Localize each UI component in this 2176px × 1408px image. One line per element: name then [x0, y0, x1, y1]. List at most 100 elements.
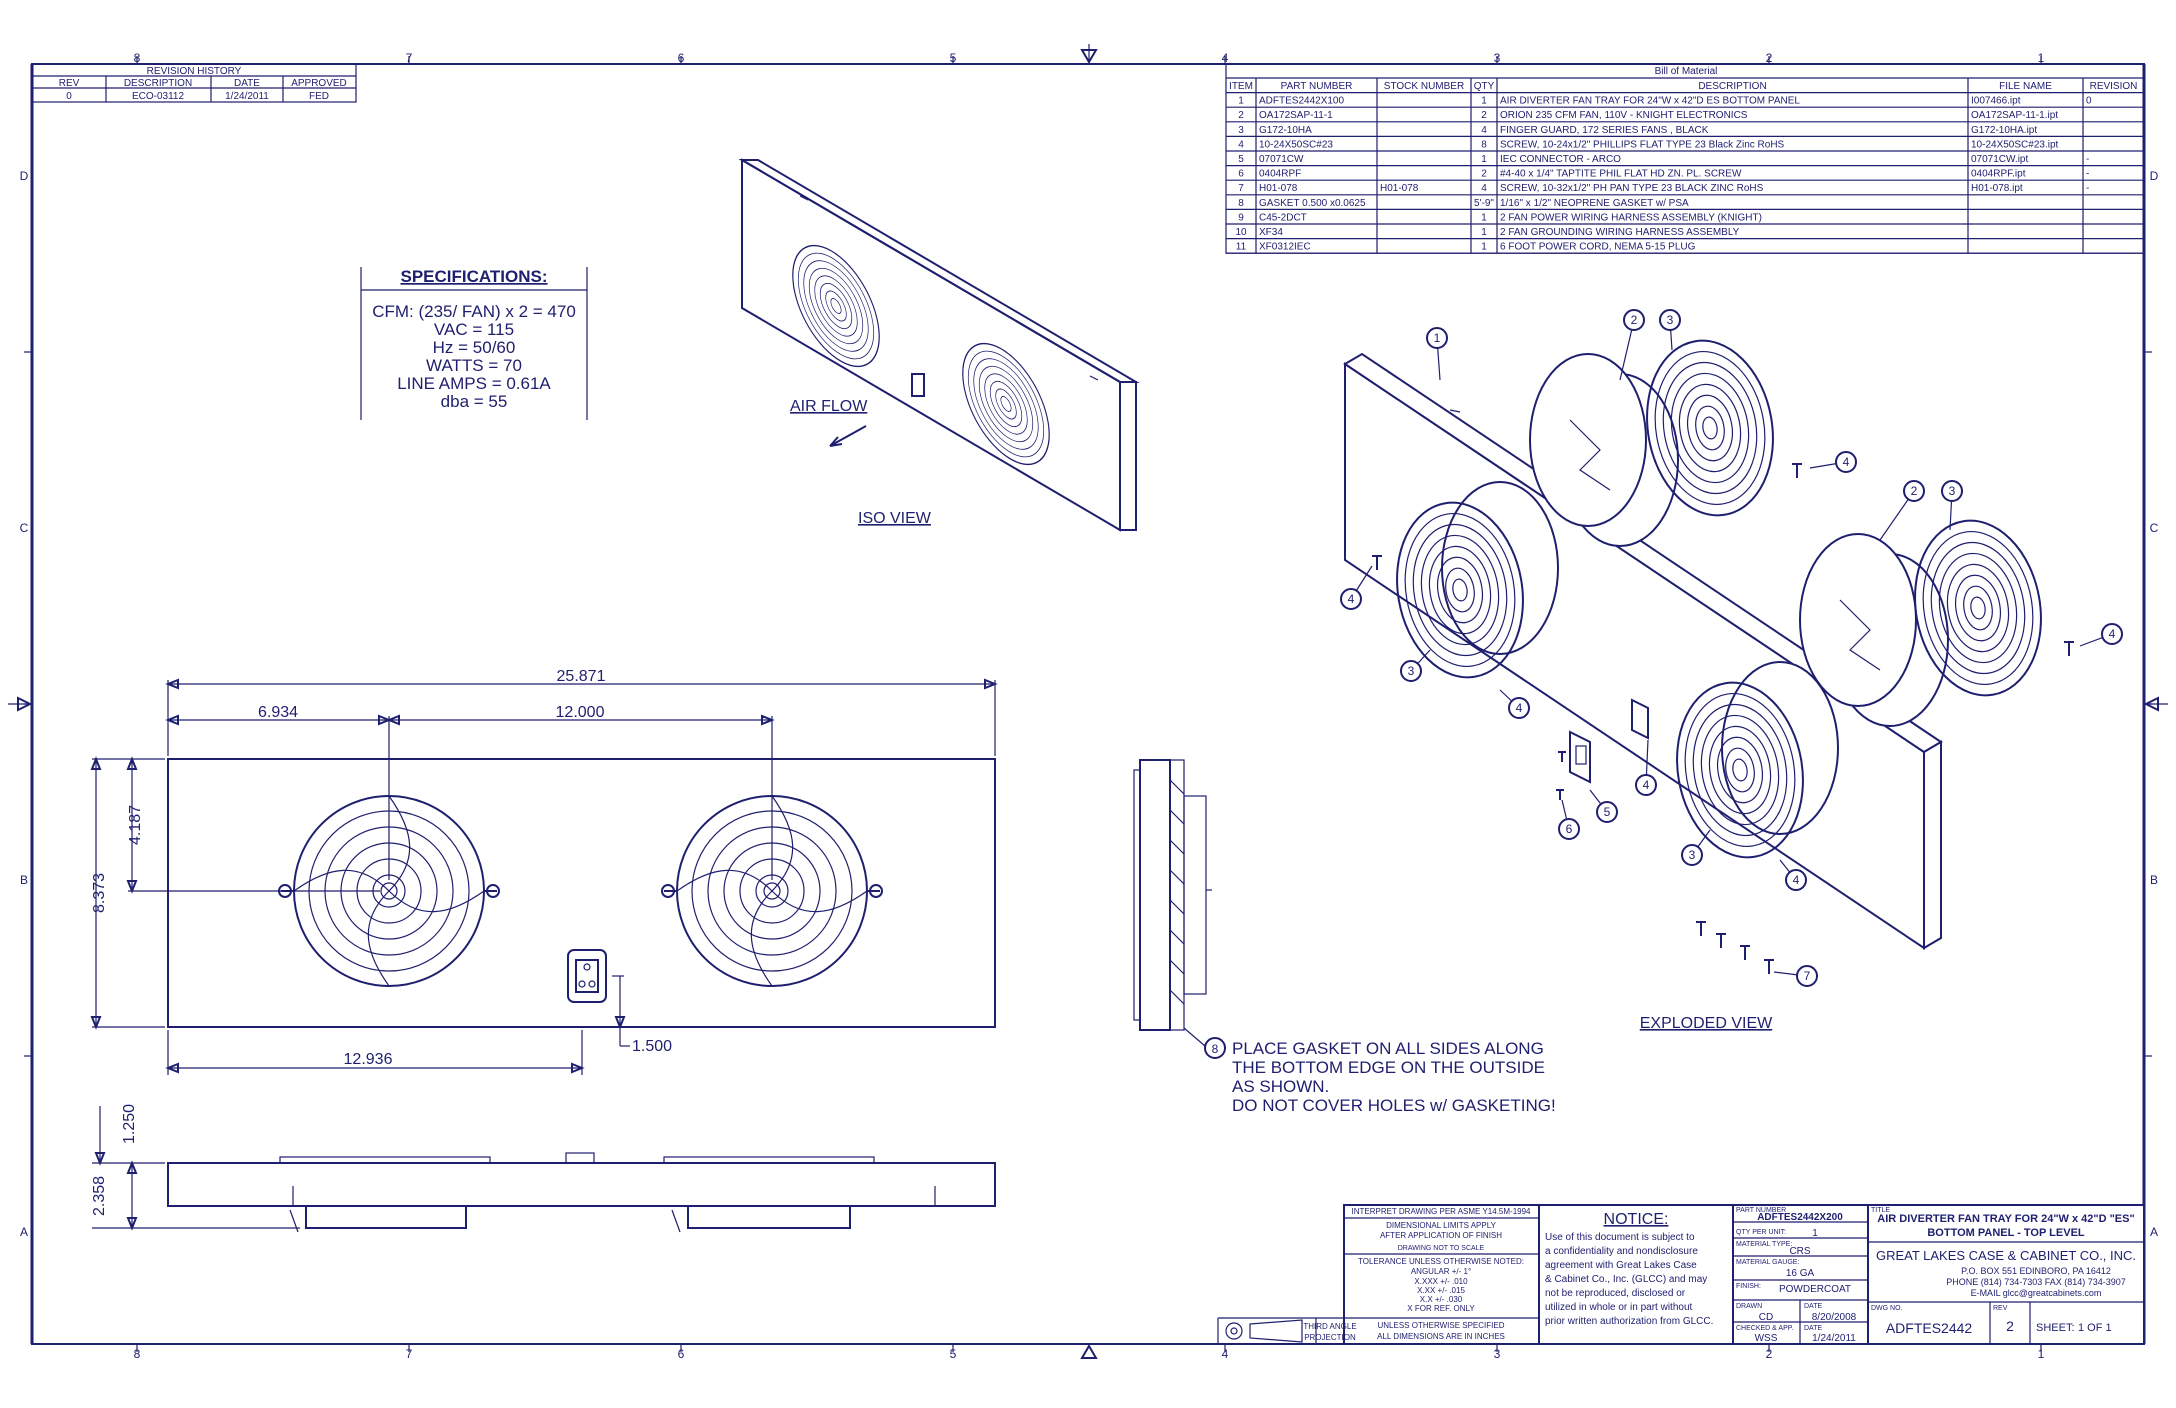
bom-cell: 10-24X50SC#23.ipt [1971, 139, 2059, 150]
rev-cell-rev: 0 [66, 91, 72, 102]
material-label: MATERIAL TYPE: [1736, 1241, 1792, 1248]
balloon-circle [1400, 660, 1422, 682]
tolerance-line-10: X FOR REF. ONLY [1407, 1304, 1475, 1313]
balloon-circle [1785, 869, 1807, 891]
bom-cell: G172-10HA [1259, 125, 1312, 136]
bom-cell: 2 [1238, 110, 1244, 121]
drawn-value: CD [1759, 1312, 1773, 1323]
finish-value: POWDERCOAT [1779, 1284, 1851, 1295]
zone-col-7-bottom: 7 [406, 1347, 413, 1361]
balloon-label: 4 [1793, 873, 1800, 887]
notice-line-2: a confidentiality and nondisclosure [1545, 1246, 1698, 1257]
side-view [1133, 759, 1212, 1031]
zone-col-2-bottom: 2 [1766, 1347, 1773, 1361]
gauge-value: 16 GA [1786, 1268, 1815, 1279]
bom-cell: 0 [2086, 96, 2092, 107]
sheet-label: SHEET: [2036, 1322, 2075, 1334]
tolerance-line-2: DIMENSIONAL LIMITS APPLY [1386, 1221, 1496, 1230]
balloon-circle [1681, 844, 1703, 866]
exploded-fan-lower-right-icon [1662, 661, 1839, 869]
bom-cell: SCREW, 10-32x1/2" PH PAN TYPE 23 BLACK Z… [1500, 183, 1764, 194]
bom-cell: 1 [1481, 154, 1487, 165]
balloon-circle [1426, 327, 1448, 349]
tolerance-line-8: X.XX +/- .015 [1417, 1286, 1465, 1295]
sheet-value: 1 OF 1 [2078, 1322, 2112, 1334]
iso-iec-connector-icon [911, 373, 925, 397]
spec-line-watts: WATTS = 70 [426, 356, 522, 375]
zone-row-b-right: B [2150, 873, 2158, 887]
balloon-label: 4 [2109, 627, 2116, 641]
bom-header-cell: STOCK NUMBER [1384, 81, 1464, 92]
bom-cell: 07071CW [1259, 154, 1304, 165]
bom-cell: 7 [1238, 183, 1244, 194]
bom-cell: 3 [1238, 125, 1244, 136]
bom-cell: H01-078.ipt [1971, 183, 2023, 194]
bom-cell: 2 [1481, 110, 1487, 121]
exploded-screws [1372, 463, 2074, 974]
zone-col-3-bottom: 3 [1494, 1347, 1501, 1361]
zone-col-5-bottom: 5 [950, 1347, 957, 1361]
rev-header-approved: APPROVED [291, 78, 347, 89]
third-angle-projection-icon [1225, 1319, 1303, 1343]
spec-line-hz: Hz = 50/60 [433, 338, 516, 357]
bom-header-cell: PART NUMBER [1281, 81, 1353, 92]
balloon-label: 6 [1566, 822, 1573, 836]
bom-cell: 6 [1238, 169, 1244, 180]
balloon-circle [1623, 309, 1645, 331]
rev-header-rev: REV [59, 78, 80, 89]
bom-cell: ADFTES2442X100 [1259, 96, 1344, 107]
company-name: GREAT LAKES CASE & CABINET CO., INC. [1876, 1248, 2136, 1263]
bom-title: Bill of Material [1655, 66, 1718, 77]
balloon-circle [2101, 623, 2123, 645]
notice-line-5: not be reproduced, disclosed or [1545, 1288, 1686, 1299]
spec-line-amps: LINE AMPS = 0.61A [397, 374, 551, 393]
exploded-fan-lower-left-icon [1382, 481, 1559, 689]
bom-header-cell: FILE NAME [1999, 81, 2052, 92]
bom-cell: 4 [1481, 125, 1487, 136]
units-line-2: ALL DIMENSIONS ARE IN INCHES [1377, 1332, 1505, 1341]
bom-cell: GASKET 0.500 x0.0625 [1259, 198, 1366, 209]
notice-line-4: & Cabinet Co., Inc. (GLCC) and may [1545, 1274, 1707, 1285]
tolerance-line-6: ANGULAR +/- 1° [1411, 1267, 1471, 1276]
zone-col-8-bottom: 8 [134, 1347, 141, 1361]
bom-cell: AIR DIVERTER FAN TRAY FOR 24"W x 42"D ES… [1500, 96, 1800, 107]
balloon-label: 4 [1643, 778, 1650, 792]
iso-view-label: ISO VIEW [858, 510, 932, 527]
balloon-circle [1903, 480, 1925, 502]
exploded-fan-upper-right-icon [1799, 509, 2056, 727]
bom-cell: 2 FAN GROUNDING WIRING HARNESS ASSEMBLY [1500, 227, 1740, 238]
part-number-value: ADFTES2442X200 [1757, 1212, 1843, 1223]
zone-col-3: 3 [1494, 51, 1501, 65]
exploded-view-label: EXPLODED VIEW [1640, 1015, 1773, 1032]
title-line-2: BOTTOM PANEL - TOP LEVEL [1927, 1227, 2085, 1239]
balloon-circle [1941, 480, 1963, 502]
dim-overall-width: 25.871 [557, 668, 606, 685]
notice-title: NOTICE: [1604, 1211, 1669, 1228]
bom-cell: 5'-9" [1474, 198, 1494, 209]
zone-row-a-right: A [2150, 1225, 2158, 1239]
bom-cell: - [2086, 169, 2089, 180]
gasket-note: 8 PLACE GASKET ON ALL SIDES ALONG THE BO… [1183, 1027, 1556, 1115]
balloon-label: 3 [1949, 484, 1956, 498]
balloon-label: 3 [1408, 664, 1415, 678]
balloon-circle [1635, 774, 1657, 796]
checked-date-value: 1/24/2011 [1812, 1333, 1856, 1344]
bom-cell: G172-10HA.ipt [1971, 125, 2037, 136]
gasket-section [1169, 759, 1185, 1031]
balloon-label: 2 [1911, 484, 1918, 498]
tolerance-line-4: DRAWING NOT TO SCALE [1398, 1245, 1485, 1252]
rev-cell-description: ECO-03112 [132, 91, 185, 102]
bom-cell: SCREW, 10-24x1/2" PHILLIPS FLAT TYPE 23 … [1500, 139, 1785, 150]
rev-header-date: DATE [234, 78, 260, 89]
checked-date-label: DATE [1804, 1325, 1822, 1332]
bom-cell: 0404RPF.ipt [1971, 169, 2026, 180]
gasket-note-line-1: PLACE GASKET ON ALL SIDES ALONG [1232, 1039, 1544, 1058]
revision-history-title: REVISION HISTORY [147, 66, 242, 77]
revision-history-table: REVISION HISTORY REV DESCRIPTION DATE AP… [31, 63, 357, 103]
spec-line-cfm: CFM: (235/ FAN) x 2 = 470 [372, 302, 576, 321]
bom-cell: 1 [1481, 96, 1487, 107]
balloon-label: 5 [1604, 805, 1611, 819]
rev-value: 2 [2006, 1318, 2014, 1334]
balloon-circle [1596, 801, 1618, 823]
